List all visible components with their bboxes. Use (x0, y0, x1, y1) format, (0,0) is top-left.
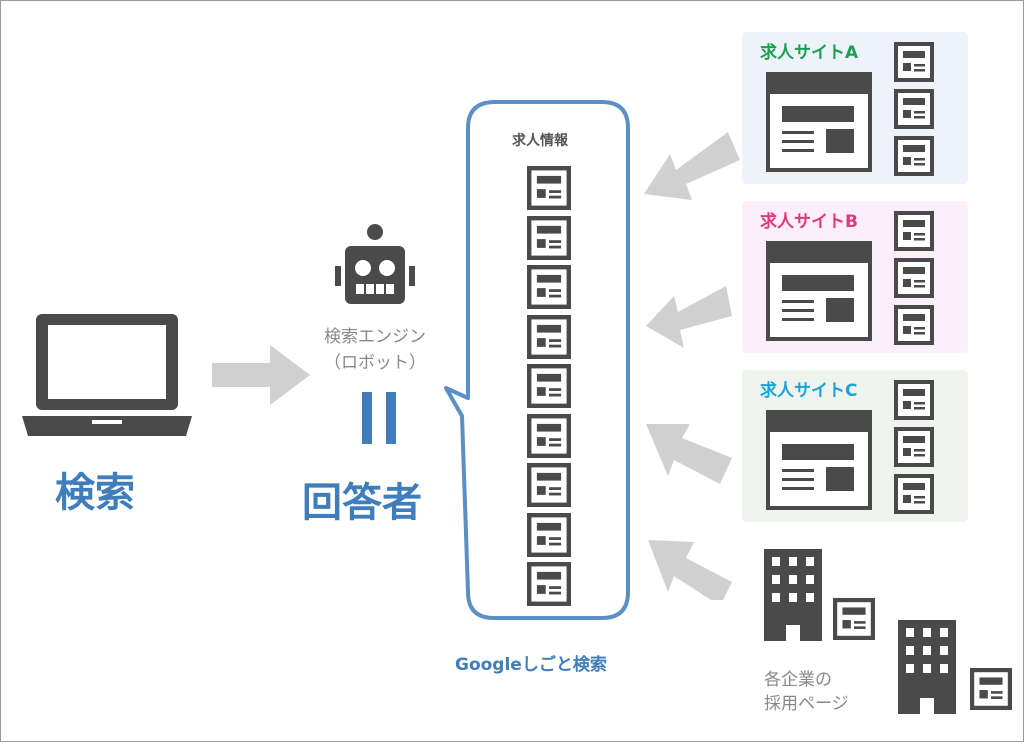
document-icon (894, 427, 934, 467)
document-icon (527, 364, 571, 408)
document-icon (527, 265, 571, 309)
document-icon (894, 258, 934, 298)
document-icon (894, 380, 934, 420)
arrow-from-site-c-icon (646, 424, 732, 484)
arrow-from-companies-icon (648, 540, 732, 600)
web-page-icon (766, 241, 872, 341)
answerer-label: 回答者 (302, 480, 422, 526)
companies-label-line1: 各企業の (764, 670, 832, 690)
web-page-icon (766, 410, 872, 510)
building-icon (898, 620, 956, 714)
document-icon (527, 166, 571, 210)
site-b-box: 求人サイトB (742, 201, 968, 353)
arrow-right-icon (212, 345, 310, 405)
bubble-title: 求人情報 (512, 133, 568, 149)
document-icon (833, 598, 875, 640)
document-icon (970, 668, 1012, 710)
site-a-title: 求人サイトA (760, 43, 859, 63)
engine-label-line2: （ロボット） (324, 353, 426, 373)
document-icon (894, 305, 934, 345)
document-icon (527, 463, 571, 507)
speech-bubble (444, 100, 630, 620)
site-c-title: 求人サイトC (760, 381, 858, 401)
companies-label: 各企業の 採用ページ (764, 668, 849, 716)
document-icon (894, 89, 934, 129)
document-icon (527, 314, 571, 359)
document-icon (894, 211, 934, 251)
search-label: 検索 (55, 470, 135, 516)
service-label: Googleしごと検索 (455, 655, 607, 675)
arrow-from-site-a-icon (644, 132, 740, 200)
incoming-arrows (644, 132, 740, 600)
site-a-box: 求人サイトA (742, 32, 968, 184)
equals-bar-left (362, 392, 372, 444)
document-icon (894, 42, 934, 82)
document-icon (894, 474, 934, 514)
document-icon (527, 413, 571, 458)
document-icon (527, 512, 571, 557)
companies-label-line2: 採用ページ (764, 694, 849, 714)
site-b-title: 求人サイトB (760, 212, 858, 232)
web-page-icon (766, 72, 872, 172)
building-icon (764, 549, 822, 641)
arrow-from-site-b-icon (646, 286, 732, 348)
robot-icon (335, 224, 415, 304)
document-icon (894, 136, 934, 176)
document-icon (527, 562, 571, 606)
equals-bar-right (386, 392, 396, 444)
laptop-icon (22, 314, 192, 436)
document-icon (527, 215, 571, 260)
site-c-box: 求人サイトC (742, 370, 968, 522)
engine-label-line1: 検索エンジン (324, 327, 426, 347)
